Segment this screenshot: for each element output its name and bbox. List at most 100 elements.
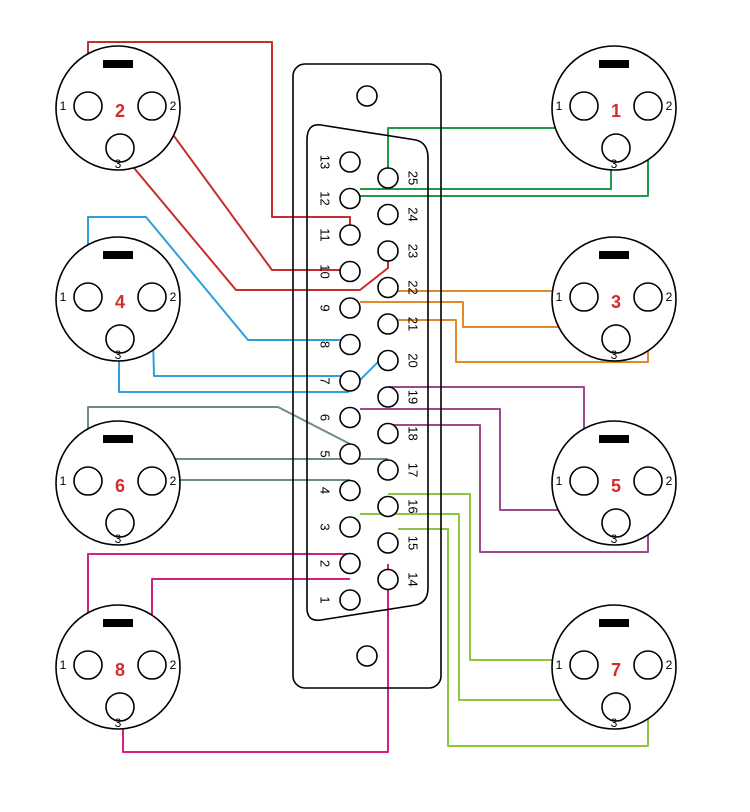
db25-pin-label: 13 xyxy=(318,155,333,169)
db25-pin-5 xyxy=(339,443,361,465)
db25-pin-label: 2 xyxy=(318,560,333,567)
db25-pin-21 xyxy=(377,313,399,335)
db25-pin-7 xyxy=(339,370,361,392)
xlr-4-pin2-socket xyxy=(137,282,167,312)
db25-pin-23 xyxy=(377,240,399,262)
xlr-4-pin1-socket xyxy=(73,282,103,312)
xlr-1-key-notch xyxy=(599,60,629,68)
xlr-7-body xyxy=(551,604,677,730)
xlr-3-pin3-socket xyxy=(601,324,631,354)
db25-pin-20 xyxy=(377,349,399,372)
xlr-2-key-notch xyxy=(103,60,133,68)
xlr-4-pin-label: 2 xyxy=(170,290,177,304)
wire-xlr7-pin2 xyxy=(398,528,649,747)
db25-pin-label: 21 xyxy=(406,317,421,331)
db25-pin-25 xyxy=(377,167,399,189)
xlr-3-pin-label: 1 xyxy=(556,290,563,304)
xlr-8-key-notch xyxy=(103,619,133,627)
wire-xlr2-pin1 xyxy=(87,41,351,233)
xlr-4-number: 4 xyxy=(115,292,125,312)
db25-pin-label: 9 xyxy=(318,304,333,311)
xlr-2-pin-label: 3 xyxy=(115,157,122,171)
xlr-7-number: 7 xyxy=(611,660,621,680)
xlr-2-number: 2 xyxy=(115,101,125,121)
xlr-1-number: 1 xyxy=(611,101,621,121)
xlr-4-pin-label: 1 xyxy=(60,290,67,304)
db25-pin-12 xyxy=(339,187,361,210)
xlr-8-pin3-socket xyxy=(105,692,135,722)
xlr-8-number: 8 xyxy=(115,660,125,680)
xlr-7-pin-label: 1 xyxy=(556,658,563,672)
db25-pin-label: 4 xyxy=(318,487,333,494)
xlr-8-pin-label: 2 xyxy=(170,658,177,672)
xlr-2-pin3-socket xyxy=(105,133,135,163)
db25-pin-label: 6 xyxy=(318,414,333,421)
db25-pin-19 xyxy=(377,386,399,408)
xlr-5-pin-label: 2 xyxy=(666,474,673,488)
db25-pin-label: 25 xyxy=(406,171,421,185)
xlr-1-pin-label: 3 xyxy=(611,157,618,171)
db25-pin-label: 23 xyxy=(406,244,421,258)
xlr-3-body xyxy=(551,236,677,362)
wire-xlr2-pin3 xyxy=(118,149,389,291)
db25-pin-label: 8 xyxy=(318,341,333,348)
xlr-4-pin-label: 3 xyxy=(115,348,122,362)
db25-insert xyxy=(306,123,429,622)
xlr-3-pin1-socket xyxy=(569,282,599,312)
xlr-8-body xyxy=(55,604,181,730)
xlr-7-pin1-socket xyxy=(569,650,599,680)
xlr-8-pin-label: 1 xyxy=(60,658,67,672)
wire-xlr7-pin3 xyxy=(360,513,611,701)
db25-pin-16 xyxy=(377,495,399,518)
xlr-8-pin-label: 3 xyxy=(115,716,122,730)
xlr-6-pin1-socket xyxy=(73,466,103,496)
xlr-1-body xyxy=(551,45,677,171)
xlr-2-pin1-socket xyxy=(73,91,103,121)
xlr-3-pin-label: 2 xyxy=(666,290,673,304)
xlr-5-pin-label: 3 xyxy=(611,532,618,546)
xlr-5-pin3-socket xyxy=(601,508,631,538)
db25-pin-label: 14 xyxy=(406,572,421,586)
db25-connector: 1234567891011121314151617181920212223242… xyxy=(292,63,442,689)
xlr-6-connector: 6 1 2 3 xyxy=(55,420,181,546)
xlr-4-pin3-socket xyxy=(105,324,135,354)
xlr-6-pin-label: 3 xyxy=(115,532,122,546)
xlr-2-pin-label: 2 xyxy=(170,99,177,113)
xlr-6-number: 6 xyxy=(115,476,125,496)
xlr-6-pin-label: 1 xyxy=(60,474,67,488)
xlr-6-pin-label: 2 xyxy=(170,474,177,488)
db25-pin-13 xyxy=(339,151,361,173)
db25-pin-label: 10 xyxy=(318,264,333,278)
db25-pin-22 xyxy=(377,276,399,299)
xlr-7-pin2-socket xyxy=(633,650,663,680)
db25-pin-2 xyxy=(339,552,361,575)
xlr-2-pin-label: 1 xyxy=(60,99,67,113)
xlr-7-pin3-socket xyxy=(601,692,631,722)
xlr-1-pin-label: 2 xyxy=(666,99,673,113)
db25-pin-label: 3 xyxy=(318,523,333,530)
xlr-5-key-notch xyxy=(599,435,629,443)
db25-pin-label: 20 xyxy=(406,353,421,367)
xlr-4-key-notch xyxy=(103,251,133,259)
wire-xlr5-pin3 xyxy=(360,408,610,511)
xlr-3-pin2-socket xyxy=(633,282,663,312)
xlr-7-pin-label: 3 xyxy=(611,716,618,730)
xlr-1-pin2-socket xyxy=(633,91,663,121)
xlr-7-key-notch xyxy=(599,619,629,627)
xlr-8-pin2-socket xyxy=(137,650,167,680)
db25-pin-6 xyxy=(339,406,361,429)
db25-pin-9 xyxy=(339,297,361,319)
db25-pin-4 xyxy=(339,479,361,502)
db25-pin-10 xyxy=(339,260,361,283)
xlr-1-pin-label: 1 xyxy=(556,99,563,113)
xlr-3-key-notch xyxy=(599,251,629,259)
wire-xlr2-pin2 xyxy=(151,105,350,271)
xlr-1-connector: 1 1 2 3 xyxy=(551,45,677,171)
db25-pin-label: 1 xyxy=(318,596,333,603)
xlr-6-body xyxy=(55,420,181,546)
wire-xlr4-pin1 xyxy=(87,216,350,341)
xlr-8-pin1-socket xyxy=(73,650,103,680)
